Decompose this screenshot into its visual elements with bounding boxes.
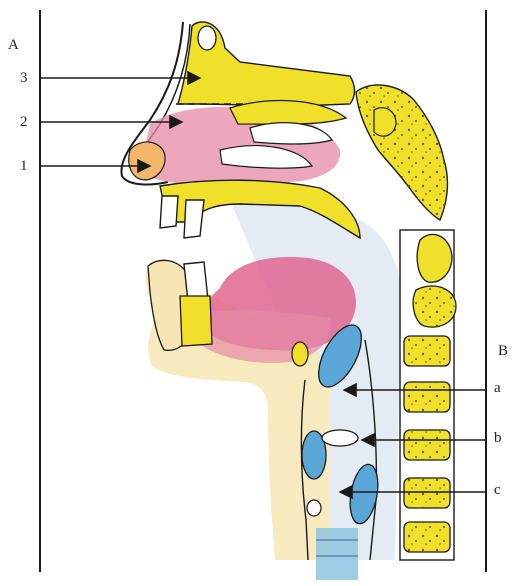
panel-label-left: A [8,38,19,53]
sphenoid-skull-base-speckle [356,85,447,220]
hyoid-bone [292,342,308,366]
arytenoid-cartilage [322,430,358,446]
left-label-3: 3 [20,71,28,86]
vertebra-c6-speckle [404,478,450,508]
right-label-c: c [494,483,501,498]
right-label-b: b [494,431,502,446]
panel-label-right: B [498,344,508,359]
nasal-bone-foramen [198,26,216,50]
upper-incisor [160,196,178,228]
small-cartilage-ring [307,500,321,516]
vertebra-c7-speckle [404,522,450,552]
upper-incisor-2 [184,200,204,238]
vertebra-c3-speckle [404,336,450,366]
mandible-symphysis [180,296,212,346]
left-label-2: 2 [20,115,28,130]
trachea [316,528,358,580]
right-label-a: a [494,381,501,396]
turbinate-middle [250,123,332,144]
vertebra-axis [413,286,456,327]
left-label-1: 1 [20,159,28,174]
vertebra-c5-speckle [404,430,450,460]
vertebra-c4-speckle [404,382,450,412]
